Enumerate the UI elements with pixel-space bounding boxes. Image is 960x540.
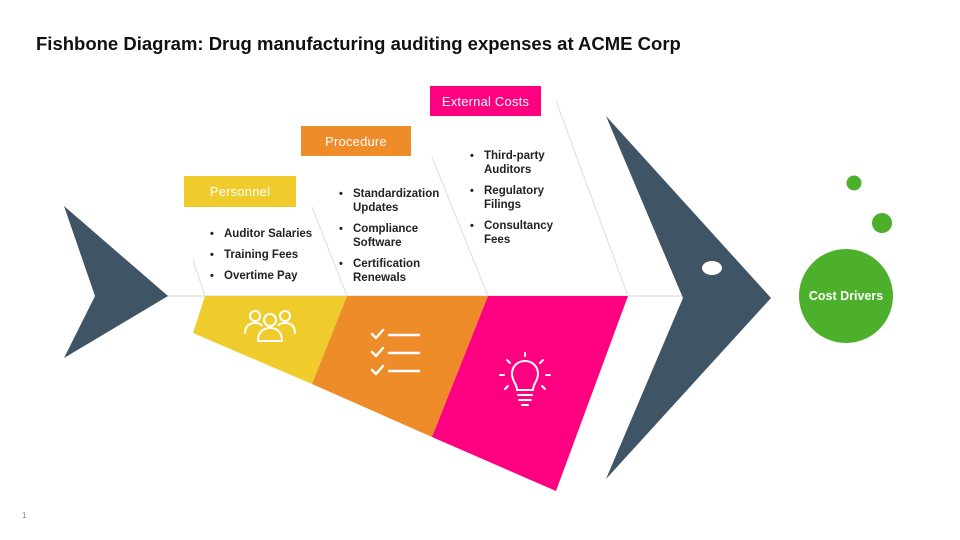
cost-drivers-circle	[799, 249, 893, 343]
external-costs-items: Third-party Auditors Regulatory Filings …	[470, 149, 562, 254]
checklist-icon	[370, 328, 421, 376]
fish-eye	[702, 261, 722, 275]
list-item: Consultancy Fees	[470, 219, 562, 247]
diagram-title: Fishbone Diagram: Drug manufacturing aud…	[36, 33, 681, 54]
list-item: Auditor Salaries	[210, 227, 325, 241]
list-item: Regulatory Filings	[470, 184, 562, 212]
tag-personnel: Personnel	[184, 176, 296, 207]
people-icon	[244, 310, 296, 342]
personnel-items: Auditor Salaries Training Fees Overtime …	[210, 227, 325, 290]
list-item: Standardization Updates	[339, 187, 451, 215]
rib-line	[192, 259, 206, 297]
procedure-items: Standardization Updates Compliance Softw…	[339, 187, 451, 292]
body-segment-procedure	[312, 296, 488, 437]
rib-line	[555, 100, 629, 297]
bubble-medium	[872, 213, 892, 233]
fish-tail	[64, 206, 168, 358]
list-item: Certification Renewals	[339, 257, 451, 285]
body-segment-external-costs	[432, 296, 628, 491]
cost-drivers-label: Cost Drivers	[808, 289, 884, 303]
list-item: Training Fees	[210, 248, 325, 262]
fish-head	[606, 116, 771, 479]
list-item: Third-party Auditors	[470, 149, 562, 177]
tag-external-costs: External Costs	[430, 86, 541, 116]
lightbulb-icon	[499, 352, 551, 406]
bubble-small	[846, 175, 862, 191]
list-item: Overtime Pay	[210, 269, 325, 283]
page-number: 1	[22, 511, 27, 520]
list-item: Compliance Software	[339, 222, 451, 250]
tag-procedure: Procedure	[301, 126, 411, 156]
rib-line	[431, 156, 489, 297]
